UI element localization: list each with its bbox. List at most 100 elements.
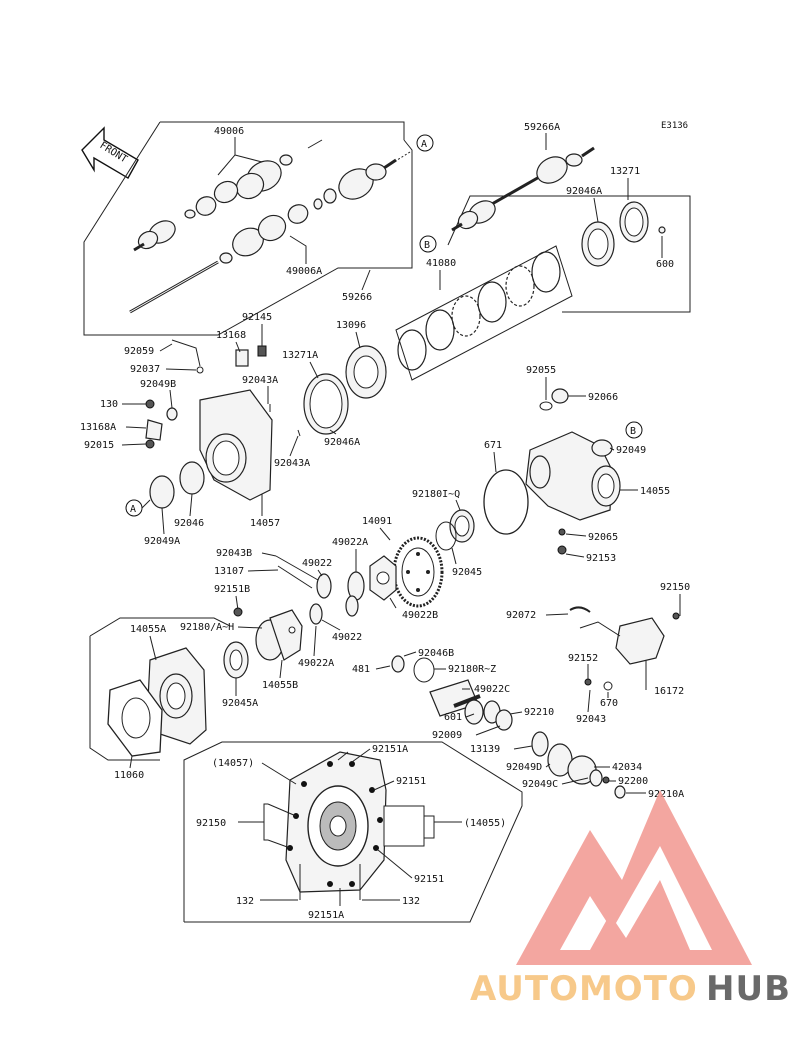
label-13271a: 13271A bbox=[282, 350, 318, 361]
label-92049b: 92049B bbox=[140, 379, 176, 390]
oring-671 bbox=[483, 469, 529, 535]
label-92210a: 92210A bbox=[648, 789, 684, 800]
label-13271: 13271 bbox=[610, 166, 640, 177]
label-92072: 92072 bbox=[506, 610, 536, 621]
svg-text:B: B bbox=[630, 426, 636, 437]
label-92046b: 92046B bbox=[418, 648, 454, 659]
inset-label-132-right: 132 bbox=[402, 896, 420, 907]
label-13168: 13168 bbox=[216, 330, 246, 341]
label-41080: 41080 bbox=[426, 258, 456, 269]
label-92200: 92200 bbox=[618, 776, 648, 787]
inset-label-92151a-bottom: 92151A bbox=[308, 910, 344, 921]
label-92046: 92046 bbox=[174, 518, 204, 529]
svg-text:A: A bbox=[421, 139, 427, 150]
label-92043a-2: 92043A bbox=[274, 458, 310, 469]
label-92210: 92210 bbox=[524, 707, 554, 718]
pinion-shaft-group bbox=[391, 655, 513, 731]
output-flange-group bbox=[531, 731, 626, 799]
inset-label-14057: (14057) bbox=[212, 758, 254, 769]
label-49022-1: 49022 bbox=[302, 558, 332, 569]
diagram-code: E3136 bbox=[661, 121, 688, 131]
label-92045a: 92045A bbox=[222, 698, 258, 709]
svg-text:B: B bbox=[424, 240, 430, 251]
label-92049a: 92049A bbox=[144, 536, 180, 547]
clutch-pack-41080 bbox=[395, 245, 573, 381]
label-13107: 13107 bbox=[214, 566, 244, 577]
cover-14055a bbox=[147, 647, 207, 745]
label-92180r-z: 92180R~Z bbox=[448, 664, 496, 675]
label-92043b: 92043B bbox=[216, 548, 252, 559]
housing-14055 bbox=[525, 431, 621, 521]
inset-label-132-left: 132 bbox=[236, 896, 254, 907]
label-92043a-1: 92043A bbox=[242, 375, 278, 386]
label-481: 481 bbox=[352, 664, 370, 675]
label-13096: 13096 bbox=[336, 320, 366, 331]
label-13139: 13139 bbox=[470, 744, 500, 755]
label-92049: 92049 bbox=[616, 445, 646, 456]
cv-joint-right bbox=[338, 158, 397, 200]
label-92045: 92045 bbox=[452, 567, 482, 578]
diff-case-49022b bbox=[369, 555, 397, 601]
gasket-11060 bbox=[107, 679, 163, 757]
label-42034: 42034 bbox=[612, 762, 642, 773]
label-49022b: 49022B bbox=[402, 610, 438, 621]
boot-lower bbox=[219, 188, 337, 264]
housing-14057 bbox=[149, 389, 273, 509]
front-driveshaft-group bbox=[83, 121, 413, 336]
svg-text:A: A bbox=[130, 504, 136, 515]
gear-13096 bbox=[345, 345, 387, 399]
label-92049d: 92049D bbox=[506, 762, 542, 773]
label-601: 601 bbox=[444, 712, 462, 723]
label-14055b: 14055B bbox=[262, 680, 298, 691]
label-92037: 92037 bbox=[130, 364, 160, 375]
label-49022-2: 49022 bbox=[332, 632, 362, 643]
label-14055a: 14055A bbox=[130, 624, 166, 635]
callout-a-top bbox=[416, 134, 434, 152]
label-130: 130 bbox=[100, 399, 118, 410]
label-670: 670 bbox=[600, 698, 618, 709]
ring-gear-14091 bbox=[392, 536, 444, 608]
label-92049c: 92049C bbox=[522, 779, 558, 790]
boot-upper bbox=[184, 154, 293, 219]
assembly-inset bbox=[183, 741, 523, 923]
callout-b-top bbox=[419, 235, 437, 253]
label-671: 671 bbox=[484, 440, 502, 451]
inset-label-92150: 92150 bbox=[196, 818, 226, 829]
label-14057: 14057 bbox=[250, 518, 280, 529]
label-92151b: 92151B bbox=[214, 584, 250, 595]
label-92043: 92043 bbox=[576, 714, 606, 725]
label-92065: 92065 bbox=[588, 532, 618, 543]
label-59266: 59266 bbox=[342, 292, 372, 303]
label-92180a-h: 92180/A~H bbox=[180, 622, 234, 633]
label-92055: 92055 bbox=[526, 365, 556, 376]
label-49022a-top: 49022A bbox=[332, 537, 368, 548]
label-14055: 14055 bbox=[640, 486, 670, 497]
sensor-13168 bbox=[235, 345, 267, 367]
label-49022c: 49022C bbox=[474, 684, 510, 695]
label-92046a-top: 92046A bbox=[566, 186, 602, 197]
label-92150-right: 92150 bbox=[660, 582, 690, 593]
label-600: 600 bbox=[656, 259, 674, 270]
actuator-16172 bbox=[579, 612, 680, 691]
label-92009: 92009 bbox=[432, 730, 462, 741]
logo-text-automoto: AUTOMOTO bbox=[470, 969, 698, 1009]
label-92153: 92153 bbox=[586, 553, 616, 564]
inset-label-92151a-top: 92151A bbox=[372, 744, 408, 755]
cv-joint-left bbox=[133, 220, 176, 252]
callout-b-mid bbox=[625, 421, 643, 439]
label-11060: 11060 bbox=[114, 770, 144, 781]
label-92145: 92145 bbox=[242, 312, 272, 323]
inset-label-14055: (14055) bbox=[464, 818, 506, 829]
label-59266a: 59266A bbox=[524, 122, 560, 133]
label-92066: 92066 bbox=[588, 392, 618, 403]
logo-text-hub: HUB bbox=[706, 969, 791, 1009]
drive-gear-14055b bbox=[255, 609, 303, 661]
label-92152: 92152 bbox=[568, 653, 598, 664]
label-16172: 16172 bbox=[654, 686, 684, 697]
label-92059: 92059 bbox=[124, 346, 154, 357]
label-13168a: 13168A bbox=[80, 422, 116, 433]
inset-label-92151-1: 92151 bbox=[396, 776, 426, 787]
rear-driveshaft-group bbox=[447, 146, 691, 313]
